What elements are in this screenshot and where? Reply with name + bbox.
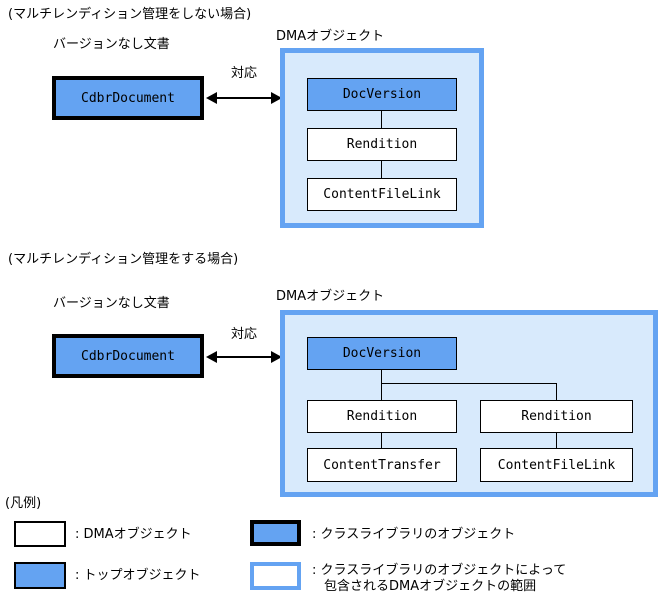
contenttransfer-box: ContentTransfer	[307, 448, 457, 482]
connector-line	[556, 433, 557, 448]
cdbr-document-box-label: CdbrDocument	[81, 90, 175, 106]
versionless-doc-label: バージョンなし文書	[53, 37, 170, 52]
arrow-head-left-icon	[206, 92, 217, 104]
diagram-multi-title: (マルチレンディション管理をする場合)	[8, 252, 239, 267]
versionless-doc-label: バージョンなし文書	[53, 296, 170, 311]
legend-swatch-dma-object	[14, 521, 66, 547]
cdbr-document-box: CdbrDocument	[52, 76, 204, 120]
arrow-head-left-icon	[206, 351, 217, 363]
rendition-box-label: Rendition	[346, 137, 418, 152]
docversion-box: DocVersion	[307, 337, 457, 370]
legend-label-top-object: : トップオブジェクト	[75, 568, 201, 583]
rendition-left-box-label: Rendition	[346, 409, 418, 424]
connector-line	[381, 161, 382, 178]
connector-line	[381, 370, 382, 400]
cdbr-document-box: CdbrDocument	[52, 334, 204, 378]
legend-swatch-contained-range	[250, 562, 301, 590]
contentfilelink-box-label: ContentFileLink	[497, 457, 616, 473]
connector-line	[381, 383, 557, 384]
connector-line	[381, 433, 382, 448]
cdbr-document-box-label: CdbrDocument	[81, 348, 175, 364]
legend-label-classlib-object: : クラスライブラリのオブジェクト	[312, 527, 516, 542]
docversion-box-label: DocVersion	[342, 346, 422, 361]
connector-line	[556, 383, 557, 400]
legend-label-contained-range-line2: 包含されるDMAオブジェクトの範囲	[324, 579, 537, 594]
connector-line	[381, 111, 382, 128]
docversion-box-label: DocVersion	[342, 87, 422, 102]
legend-label-contained-range-line1: : クラスライブラリのオブジェクトによって	[312, 563, 567, 578]
legend-swatch-classlib-object	[250, 520, 301, 546]
correspondence-label: 対応	[230, 327, 257, 342]
contenttransfer-box-label: ContentTransfer	[323, 457, 441, 473]
correspondence-label: 対応	[230, 66, 257, 81]
rendition-right-box: Rendition	[480, 400, 633, 433]
legend-title: (凡例)	[5, 496, 42, 511]
diagram-no-multi-title: (マルチレンディション管理をしない場合)	[8, 7, 252, 22]
contentfilelink-box: ContentFileLink	[480, 448, 633, 482]
docversion-box: DocVersion	[307, 78, 457, 111]
contentfilelink-box: ContentFileLink	[307, 178, 457, 211]
correspondence-arrow-shaft	[212, 97, 276, 99]
rendition-box: Rendition	[307, 128, 457, 161]
rendition-right-box-label: Rendition	[521, 409, 592, 424]
dma-object-label: DMAオブジェクト	[276, 29, 385, 44]
rendition-left-box: Rendition	[307, 400, 457, 433]
arrow-head-right-icon	[271, 351, 282, 363]
correspondence-arrow-shaft	[212, 356, 276, 358]
arrow-head-right-icon	[271, 92, 282, 104]
contentfilelink-box-label: ContentFileLink	[323, 187, 441, 202]
legend-label-dma-object: : DMAオブジェクト	[75, 527, 192, 542]
dma-object-label: DMAオブジェクト	[276, 289, 385, 304]
legend-swatch-top-object	[14, 562, 66, 589]
